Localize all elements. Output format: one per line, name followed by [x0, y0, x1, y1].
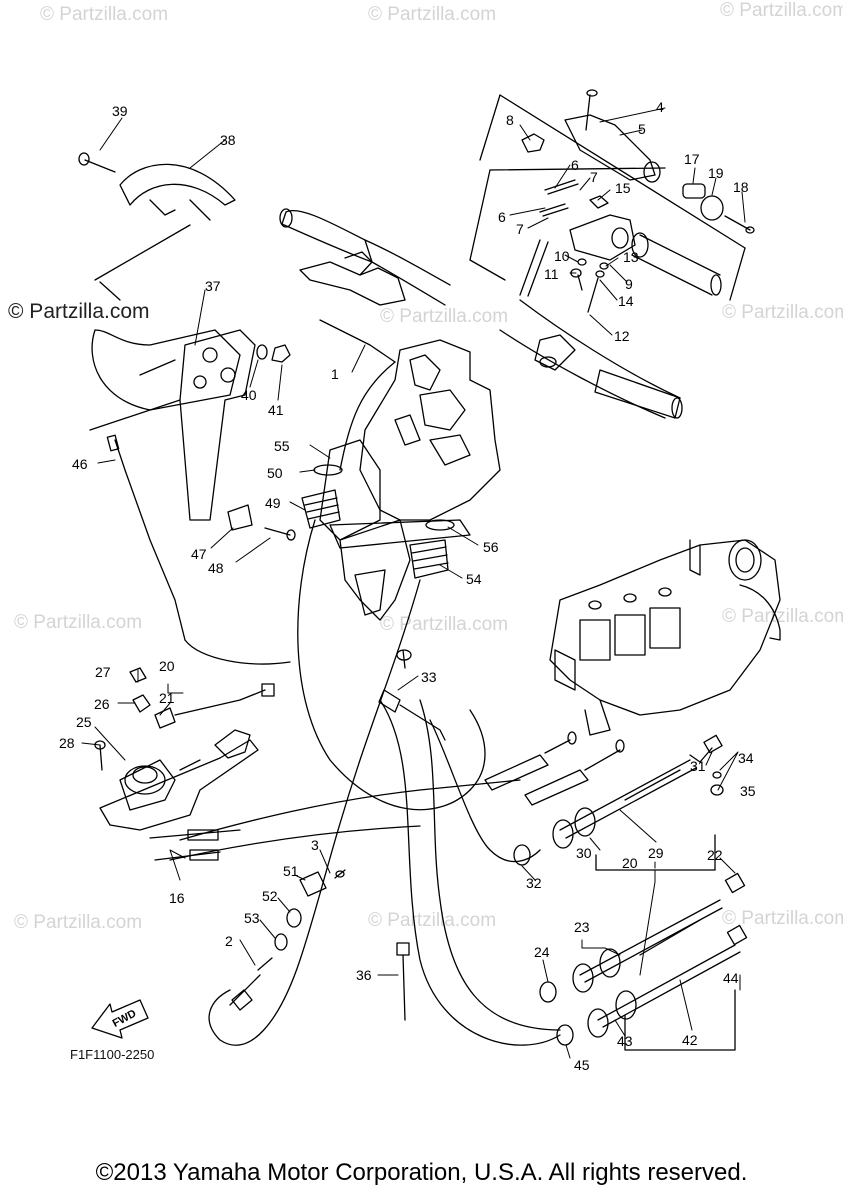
steering-column	[319, 339, 501, 621]
callout-56: 56	[483, 539, 499, 555]
callout-52: 52	[262, 888, 278, 904]
callout-43: 43	[617, 1033, 633, 1049]
callout-50: 50	[267, 465, 283, 481]
callout-47: 47	[191, 546, 207, 562]
callout-16: 16	[169, 890, 185, 906]
callout-54: 54	[466, 571, 482, 587]
callout-6: 6	[571, 157, 579, 173]
watermark: © Partzilla.com	[368, 910, 497, 931]
leader-lines	[81, 107, 746, 1059]
callout-44: 44	[723, 970, 739, 986]
callout-14: 14	[618, 293, 634, 309]
callout-53: 53	[244, 910, 260, 926]
callouts: 1 2 3 4 5 6 7 6 7 8 9 10 11 12 13 14 15 …	[59, 99, 756, 1073]
watermark: © Partzilla.com	[722, 606, 843, 627]
callout-34: 34	[738, 750, 754, 766]
watermark: © Partzilla.com	[722, 302, 843, 323]
callout-45: 45	[574, 1057, 590, 1073]
watermark: © Partzilla.com	[380, 306, 509, 327]
callout-11: 11	[544, 266, 559, 282]
watermark: © Partzilla.com	[720, 0, 843, 21]
throttle-grip-group	[469, 89, 755, 313]
small-parts	[231, 869, 410, 1021]
callout-40: 40	[241, 387, 257, 403]
callout-42: 42	[682, 1032, 698, 1048]
watermark: © Partzilla.com	[380, 614, 509, 635]
callout-55: 55	[274, 438, 290, 454]
cable-assemblies	[513, 734, 748, 1051]
callout-10: 10	[554, 248, 570, 264]
copyright-notice: ©2013 Yamaha Motor Corporation, U.S.A. A…	[95, 1159, 748, 1186]
diagram-code: F1F1100-2250	[70, 1047, 155, 1062]
callout-4: 4	[656, 99, 664, 115]
callout-23: 23	[574, 919, 590, 935]
callout-5: 5	[638, 121, 646, 137]
callout-22: 22	[707, 847, 723, 863]
callout-9: 9	[625, 276, 633, 292]
callout-17: 17	[684, 151, 700, 167]
callout-48: 48	[208, 560, 224, 576]
callout-29: 29	[648, 845, 664, 861]
callout-30: 30	[576, 845, 592, 861]
callout-51: 51	[283, 863, 299, 879]
callout-18: 18	[733, 179, 749, 195]
callout-15: 15	[615, 180, 631, 196]
watermark: © Partzilla.com	[368, 4, 497, 25]
callout-21: 21	[159, 690, 175, 706]
watermark: © Partzilla.com	[722, 908, 843, 929]
callout-20: 20	[159, 658, 175, 674]
callout-25: 25	[76, 714, 92, 730]
callout-32: 32	[526, 875, 542, 891]
callout-27: 27	[95, 664, 111, 680]
callout-46: 46	[72, 456, 88, 472]
cover-group	[78, 152, 236, 301]
callout-41: 41	[268, 402, 284, 418]
callout-37: 37	[205, 278, 221, 294]
handlebar	[279, 208, 683, 419]
watermark: © Partzilla.com	[14, 612, 143, 633]
lever-assembly	[94, 667, 275, 861]
callout-3: 3	[311, 837, 319, 853]
callout-19: 19	[708, 165, 724, 181]
callout-24: 24	[534, 944, 550, 960]
callout-7: 7	[516, 221, 524, 237]
bracket-37	[89, 329, 296, 541]
callout-1: 1	[331, 366, 339, 382]
callout-20: 20	[622, 855, 638, 871]
watermark: © Partzilla.com	[14, 912, 143, 933]
callout-8: 8	[506, 112, 514, 128]
callout-35: 35	[740, 783, 756, 799]
callout-26: 26	[94, 696, 110, 712]
throttle-body	[549, 539, 781, 736]
callout-36: 36	[356, 967, 372, 983]
callout-49: 49	[265, 495, 281, 511]
fwd-arrow	[91, 999, 149, 1039]
callout-39: 39	[112, 103, 128, 119]
cables	[106, 319, 625, 1046]
callout-38: 38	[220, 132, 236, 148]
watermark-main: © Partzilla.com	[8, 300, 150, 323]
callout-31: 31	[690, 758, 706, 774]
callout-28: 28	[59, 735, 75, 751]
callout-33: 33	[421, 669, 437, 685]
callout-13: 13	[623, 249, 639, 265]
callout-12: 12	[614, 328, 630, 344]
callout-7: 7	[590, 169, 598, 185]
callout-2: 2	[225, 933, 233, 949]
callout-6: 6	[498, 209, 506, 225]
watermark: © Partzilla.com	[40, 4, 169, 25]
